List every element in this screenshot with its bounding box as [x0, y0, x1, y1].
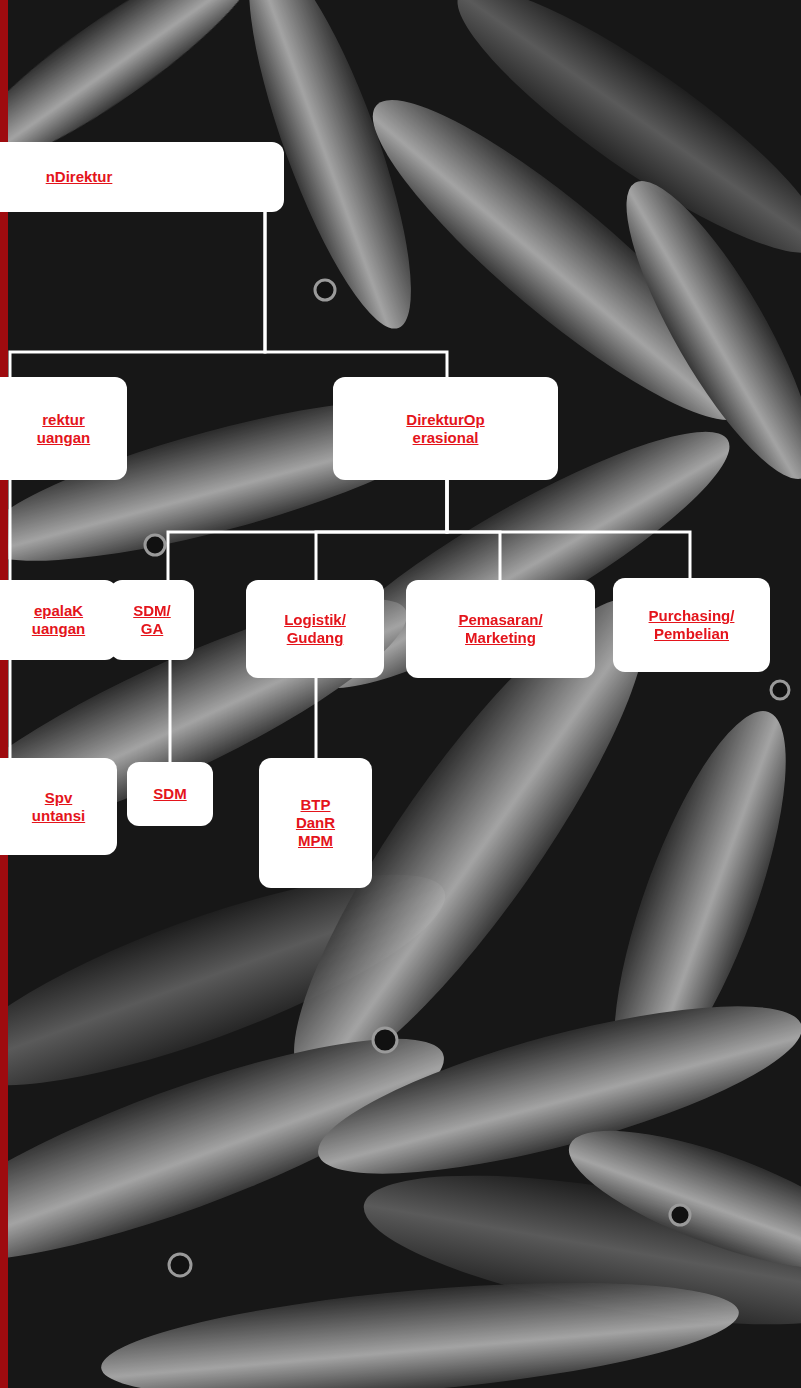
org-connector	[265, 212, 447, 377]
org-box: Pemasaran/ Marketing	[406, 580, 595, 678]
org-connector	[168, 480, 447, 580]
org-box: epalaK uangan	[0, 580, 117, 660]
org-connector	[447, 480, 690, 578]
org-connector	[315, 678, 318, 758]
box-label: SDM	[145, 785, 195, 803]
org-connector	[169, 660, 172, 762]
box-label: rektur uangan	[29, 411, 99, 447]
org-box: nDirektur	[0, 142, 284, 212]
box-label: Logistik/ Gudang	[275, 611, 355, 647]
org-connector	[9, 480, 12, 580]
org-box: rektur uangan	[0, 377, 127, 480]
box-label: Spv untansi	[21, 789, 96, 825]
org-box: SDM/ GA	[110, 580, 194, 660]
org-box: BTP DanR MPM	[259, 758, 372, 888]
box-label: epalaK uangan	[21, 602, 96, 638]
org-box: Logistik/ Gudang	[246, 580, 384, 678]
org-connector	[9, 660, 12, 758]
org-box: Purchasing/ Pembelian	[613, 578, 770, 672]
org-box: SDM	[127, 762, 213, 826]
box-label: Pemasaran/ Marketing	[451, 611, 551, 647]
box-label: nDirektur	[4, 168, 154, 186]
org-connector	[447, 480, 500, 580]
org-box: Spv untansi	[0, 758, 117, 855]
org-connector	[316, 480, 447, 580]
box-label: SDM/ GA	[130, 602, 175, 638]
box-label: BTP DanR MPM	[291, 796, 341, 850]
box-label: Purchasing/ Pembelian	[637, 607, 747, 643]
org-box: DirekturOp erasional	[333, 377, 558, 480]
org-connector	[10, 212, 265, 377]
box-label: DirekturOp erasional	[396, 411, 496, 447]
